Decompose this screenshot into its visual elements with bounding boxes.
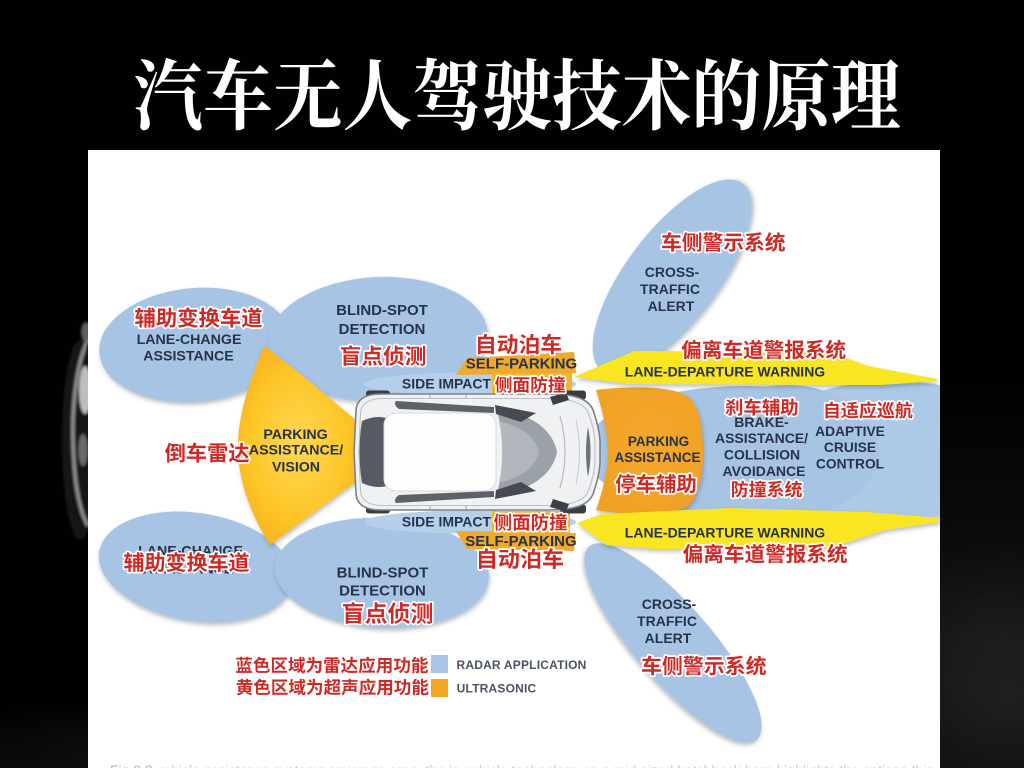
svg-text:SIDE IMPACT: SIDE IMPACT bbox=[402, 514, 492, 530]
svg-text:VISION: VISION bbox=[272, 460, 320, 476]
svg-text:LANE-DEPARTURE WARNING: LANE-DEPARTURE WARNING bbox=[625, 525, 826, 541]
svg-text:DETECTION: DETECTION bbox=[339, 321, 426, 338]
svg-text:AVOIDANCE: AVOIDANCE bbox=[723, 463, 806, 479]
svg-text:BLIND-SPOT: BLIND-SPOT bbox=[336, 302, 428, 319]
svg-text:LANE-DEPARTURE WARNING: LANE-DEPARTURE WARNING bbox=[625, 364, 826, 380]
svg-text:CROSS-: CROSS- bbox=[642, 596, 697, 612]
svg-text:SELF-PARKING: SELF-PARKING bbox=[466, 355, 577, 372]
svg-text:RADAR APPLICATION: RADAR APPLICATION bbox=[456, 658, 586, 672]
svg-text:TRAFFIC: TRAFFIC bbox=[640, 281, 700, 297]
svg-text:CROSS-: CROSS- bbox=[645, 264, 700, 280]
svg-text:CRUISE: CRUISE bbox=[824, 440, 876, 455]
svg-text:ALERT: ALERT bbox=[645, 630, 692, 646]
svg-text:ULTRASONIC: ULTRASONIC bbox=[457, 681, 537, 695]
svg-text:ASSISTANCE: ASSISTANCE bbox=[143, 349, 233, 365]
svg-text:PARKING: PARKING bbox=[628, 434, 689, 449]
svg-text:ASSISTANCE/: ASSISTANCE/ bbox=[249, 443, 343, 459]
svg-text:TRAFFIC: TRAFFIC bbox=[637, 613, 697, 629]
svg-text:Fig 2.2 vehicle assistance s: Fig 2.2 vehicle assistance systems cover… bbox=[110, 763, 995, 768]
svg-text:ASSISTANCE/: ASSISTANCE/ bbox=[715, 430, 808, 446]
svg-text:DETECTION: DETECTION bbox=[339, 582, 426, 599]
svg-text:PARKING: PARKING bbox=[263, 427, 327, 443]
svg-text:BLIND-SPOT: BLIND-SPOT bbox=[337, 564, 429, 581]
svg-text:SELF-PARKING: SELF-PARKING bbox=[465, 533, 576, 550]
svg-text:CONTROL: CONTROL bbox=[816, 456, 884, 471]
svg-text:COLLISION: COLLISION bbox=[724, 447, 800, 463]
svg-text:SIDE IMPACT: SIDE IMPACT bbox=[402, 376, 492, 392]
svg-text:ASSISTANCE: ASSISTANCE bbox=[614, 450, 700, 465]
svg-text:ADAPTIVE: ADAPTIVE bbox=[815, 424, 885, 439]
svg-text:LANE-CHANGE: LANE-CHANGE bbox=[137, 332, 242, 348]
svg-text:ALERT: ALERT bbox=[648, 298, 695, 314]
svg-text:BRAKE-: BRAKE- bbox=[734, 414, 789, 430]
